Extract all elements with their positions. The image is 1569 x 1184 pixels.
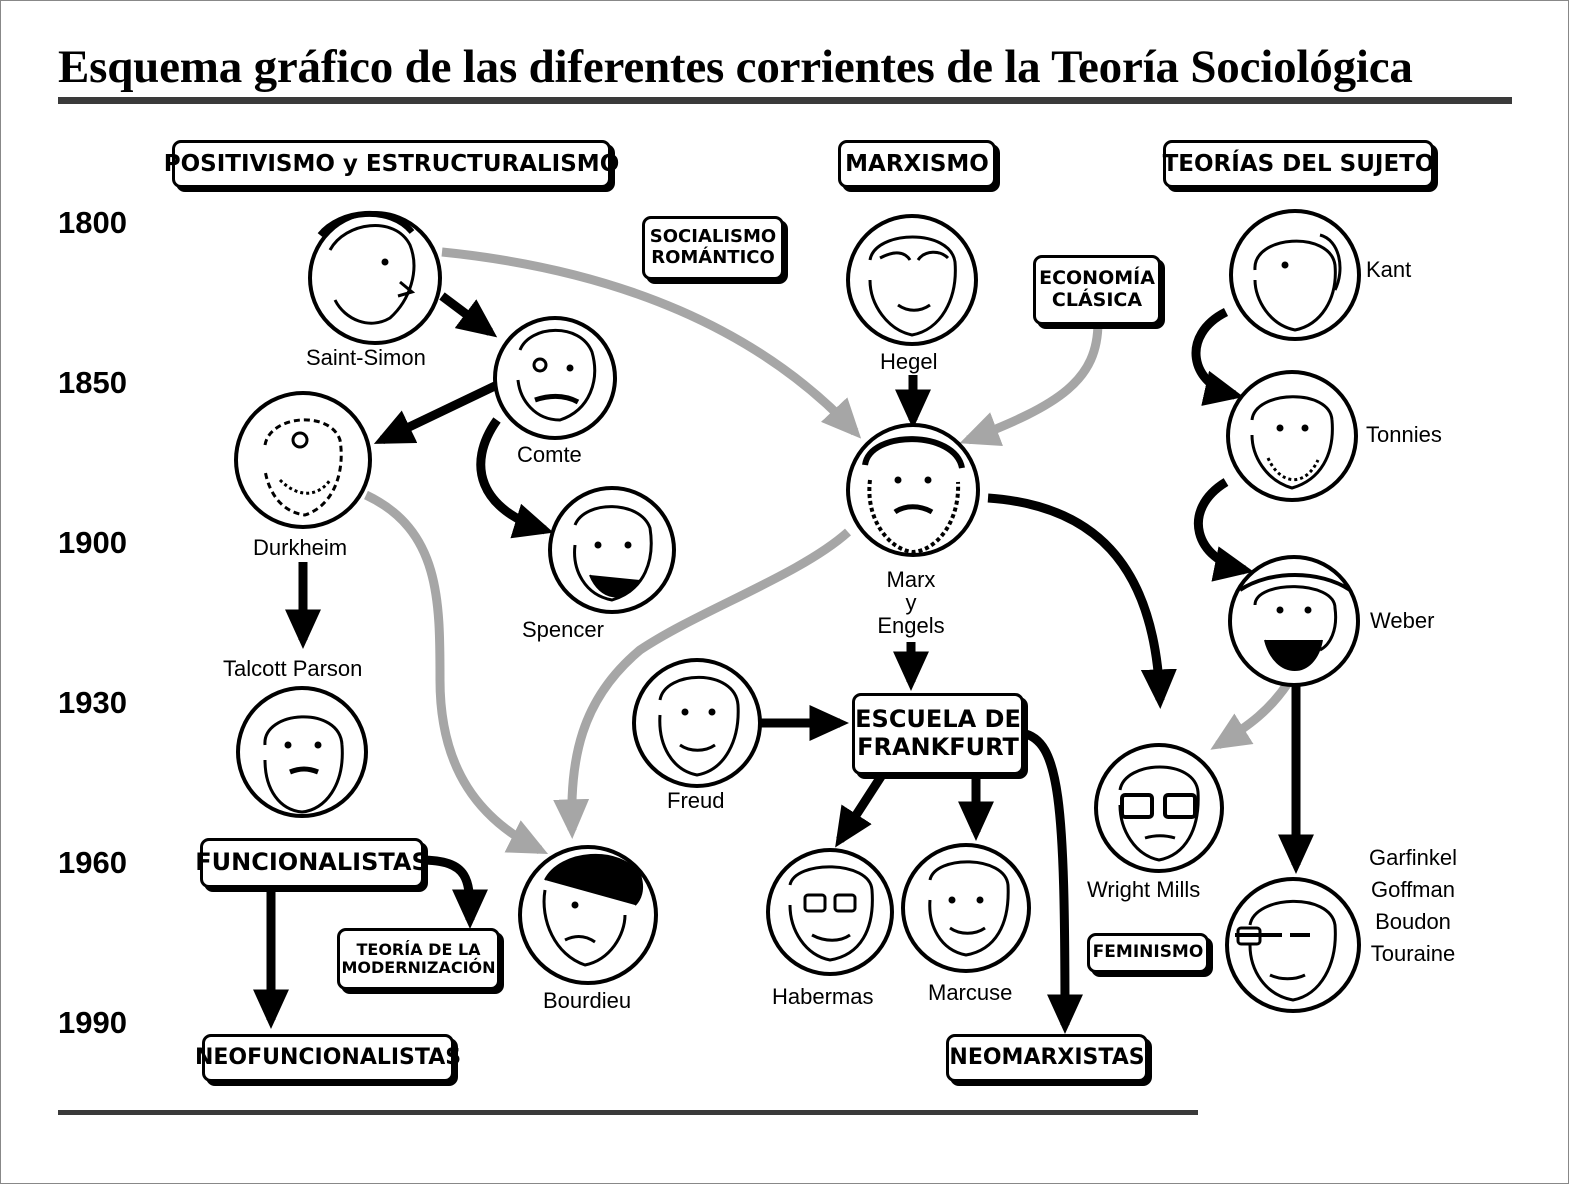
arrow-marx-to-bourdieu	[553, 528, 852, 839]
page-title: Esquema gráfico de las diferentes corrie…	[58, 41, 1413, 93]
portrait-habermas	[766, 848, 894, 976]
portrait-spencer	[548, 486, 676, 614]
year-1850: 1850	[58, 365, 127, 400]
box-modernizacion-line2: MODERNIZACIÓN	[341, 958, 496, 977]
label-garfinkel: Garfinkel	[1368, 845, 1458, 870]
portraits	[234, 209, 1361, 1013]
label-touraine: Touraine	[1370, 940, 1456, 966]
label-talcott-parson: Talcott Parson	[223, 656, 363, 681]
label-y: y	[905, 590, 917, 616]
label-goffman: Goffman	[1371, 876, 1455, 902]
label-weber: Weber	[1370, 608, 1435, 633]
label-kant: Kant	[1366, 257, 1412, 282]
portrait-comte	[493, 316, 617, 440]
arrow-frankfurt-to-neomarxistas	[1020, 728, 1083, 1034]
year-1930: 1930	[58, 685, 127, 720]
box-socialismo-line1: SOCIALISMO	[649, 226, 777, 248]
year-1800: 1800	[58, 205, 127, 240]
year-1990: 1990	[58, 1005, 127, 1040]
arrow-funcionalistas-to-modernizacion	[419, 855, 488, 929]
label-saint-simon: Saint-Simon	[306, 345, 426, 370]
arrow-marx-to-wrightmills	[987, 493, 1177, 709]
portrait-wright-mills	[1094, 743, 1224, 873]
arrow-tonnies-to-weber	[1194, 478, 1254, 582]
box-socialismo-line2: ROMÁNTICO	[651, 247, 775, 268]
bottom-rule	[58, 1110, 1198, 1115]
box-neomarxistas: NEOMARXISTAS	[946, 1034, 1148, 1082]
arrow-saintsimon-to-marx	[441, 247, 862, 439]
portrait-weber	[1228, 555, 1360, 687]
header-marxismo: MARXISMO	[838, 140, 996, 188]
year-1960: 1960	[58, 845, 127, 880]
box-economia-clasica: ECONOMÍA CLÁSICA	[1033, 255, 1161, 325]
box-economia-line2: CLÁSICA	[1051, 289, 1143, 311]
label-engels: Engels	[877, 613, 945, 639]
title-underline	[58, 97, 1512, 104]
portrait-tonnies	[1226, 370, 1358, 502]
label-boudon: Boudon	[1375, 908, 1451, 934]
portrait-marcuse	[901, 843, 1031, 973]
portrait-talcott	[236, 686, 368, 818]
arrow-kant-to-tonnies	[1191, 307, 1244, 406]
header-positivismo: POSITIVISMO y ESTRUCTURALISMO	[164, 140, 619, 188]
portrait-durkheim	[234, 391, 372, 529]
year-1900: 1900	[58, 525, 127, 560]
arrow-weber-to-wrightmills	[1210, 680, 1292, 750]
label-habermas: Habermas	[772, 984, 874, 1009]
label-freud: Freud	[667, 788, 725, 813]
gray-arrows	[364, 247, 1292, 855]
portrait-marx	[846, 423, 980, 557]
box-socialismo-romantico: SOCIALISMO ROMÁNTICO	[642, 216, 784, 280]
label-bourdieu: Bourdieu	[543, 988, 632, 1013]
label-tonnies: Tonnies	[1366, 422, 1442, 447]
black-arrows	[253, 292, 1314, 1034]
arrow-frankfurt-to-habermas	[835, 772, 886, 848]
label-marx: Marx	[886, 567, 936, 592]
box-escuela-de-frankfurt: ESCUELA DE FRANKFURT	[852, 693, 1024, 775]
label-garfinkel-group: Garfinkel Goffman Boudon Touraine	[1358, 842, 1468, 970]
portrait-bourdieu	[518, 845, 658, 985]
arrow-comte-to-durkheim	[373, 380, 499, 445]
arrow-comte-to-spencer	[476, 417, 554, 539]
box-feminismo: FEMINISMO	[1087, 933, 1209, 973]
box-funcionalistas: FUNCIONALISTAS	[195, 838, 429, 888]
label-wright-mills: Wright Mills	[1087, 877, 1201, 902]
portrait-freud	[632, 658, 762, 788]
box-frankfurt-line1: ESCUELA DE	[855, 705, 1021, 734]
portrait-hegel	[846, 214, 978, 346]
label-durkheim: Durkheim	[253, 535, 348, 560]
box-modernizacion-line1: TEORÍA DE LA	[356, 939, 481, 959]
arrow-saintsimon-to-comte	[439, 292, 498, 338]
label-marcuse: Marcuse	[928, 980, 1013, 1005]
box-teoria-de-la-modernizacion: TEORÍA DE LA MODERNIZACIÓN	[337, 928, 500, 990]
label-spencer: Spencer	[522, 617, 604, 642]
arrow-durkheim-to-bourdieu	[364, 490, 549, 855]
label-comte: Comte	[517, 442, 582, 467]
header-teorias-del-sujeto: TEORÍAS DEL SUJETO	[1163, 140, 1434, 188]
box-economia-line1: ECONOMÍA	[1039, 267, 1155, 290]
box-frankfurt-line2: FRANKFURT	[857, 733, 1019, 761]
arrow-economia-to-marx	[959, 321, 1103, 446]
portrait-saint-simon	[308, 210, 442, 345]
label-hegel: Hegel	[880, 349, 938, 374]
portrait-garfinkel-group	[1225, 877, 1361, 1013]
box-neofuncionalistas: NEOFUNCIONALISTAS	[195, 1034, 461, 1082]
label-marx-y-engels: Marx y Engels	[868, 568, 954, 637]
portrait-kant	[1229, 209, 1361, 341]
